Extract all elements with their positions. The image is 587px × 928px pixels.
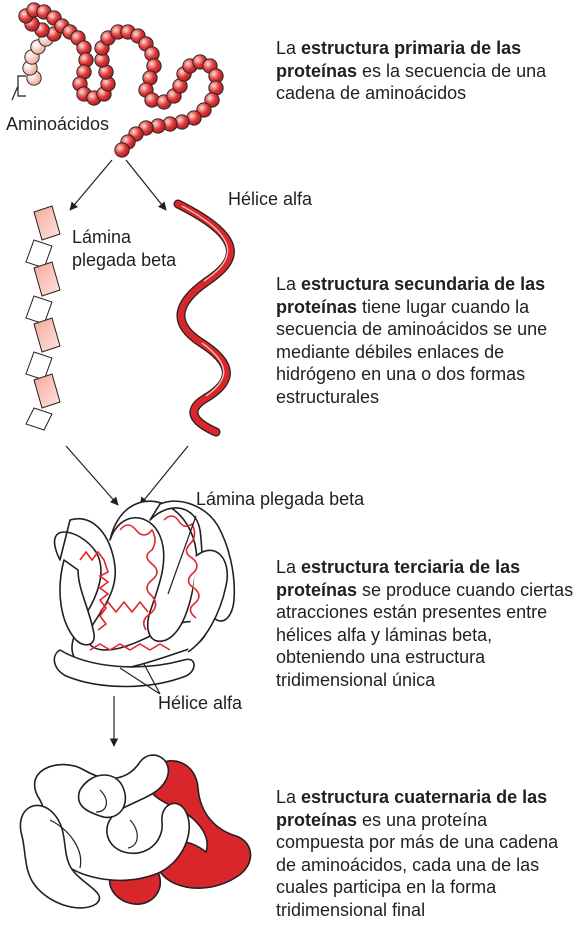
description-quaternary: La estructura cuaternaria de las proteín…	[276, 787, 559, 920]
term-tertiary: estructura terciaria de las proteínas	[276, 557, 521, 600]
beta-sheet-segment	[33, 317, 61, 353]
arrow-to-helix	[125, 159, 167, 211]
quaternary-white-subunit	[19, 754, 191, 909]
pointer-lamina	[167, 515, 197, 595]
description-primary: La estructura primaria de las proteínas …	[276, 38, 547, 103]
amino-acid-bead	[114, 142, 130, 158]
amino-acid-chain	[18, 2, 224, 158]
term-quaternary: estructura cuaternaria de las proteínas	[276, 787, 548, 830]
amino-acid-bead	[204, 92, 220, 108]
beta-sheet-segment	[33, 205, 61, 241]
description-tertiary: La estructura terciaria de las proteínas…	[276, 557, 574, 690]
quaternary-white-lines	[49, 789, 138, 869]
pointer-helix-1	[119, 667, 161, 695]
beta-sheet-segment	[33, 373, 61, 409]
label-lamina-mid: Lámina plegada beta	[196, 489, 365, 509]
arrow-to-sheet	[69, 159, 113, 211]
beta-sheet-segment	[33, 261, 61, 297]
term-secondary: estructura secundaria de las proteínas	[276, 274, 546, 317]
beta-sheet-segment	[25, 407, 53, 431]
amino-acid-bead	[196, 102, 212, 118]
alpha-helix-drawing	[173, 199, 235, 437]
label-aminoacidos: Aminoácidos	[6, 114, 110, 134]
tertiary-structure-drawing	[53, 500, 236, 688]
label-helice-alfa-top: Hélice alfa	[228, 189, 313, 209]
label-helice-alfa-bottom: Hélice alfa	[158, 693, 243, 713]
term-primary: estructura primaria de las proteínas	[276, 38, 522, 81]
beta-pleated-sheet-drawing	[25, 205, 61, 431]
label-lamina-line1: Lámina	[72, 227, 132, 247]
description-secondary: La estructura secundaria de las proteína…	[276, 274, 548, 407]
arrow-sheet-to-tertiary	[65, 445, 119, 506]
tertiary-red-squiggles	[79, 515, 200, 651]
label-lamina-line2: plegada beta	[72, 250, 177, 270]
arrow-helix-to-tertiary	[139, 445, 189, 506]
aminoacid-bracket	[11, 75, 26, 101]
pointer-helix-2	[143, 663, 161, 695]
